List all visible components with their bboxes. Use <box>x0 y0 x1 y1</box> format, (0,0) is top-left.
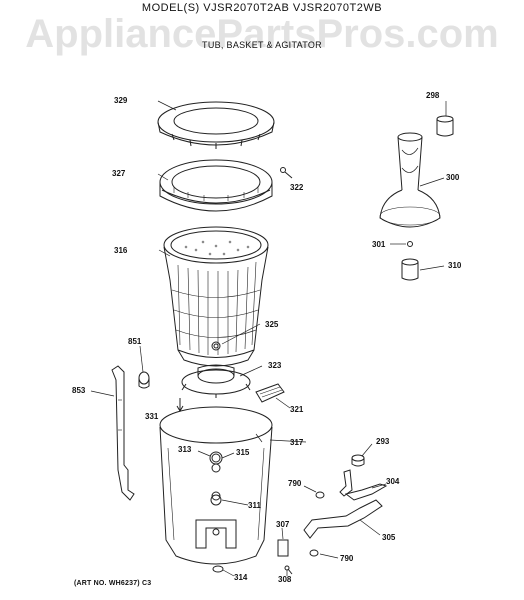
part-label: 307 <box>276 520 290 529</box>
part-label: 331 <box>145 412 159 421</box>
bearing-311 <box>210 494 222 506</box>
drain-hose-305 <box>303 499 383 539</box>
pump-hose-304 <box>339 469 388 501</box>
part-label: 853 <box>72 386 86 395</box>
clamp-293 <box>351 454 365 467</box>
part-labels: 329 327 322 316 325 851 853 323 331 321 … <box>72 91 462 584</box>
art-number: (ART NO. WH6237) C3 <box>74 580 152 587</box>
oring-314 <box>212 565 224 573</box>
outer-tub-317 <box>159 406 273 565</box>
part-label: 308 <box>278 575 292 584</box>
part-label: 316 <box>114 246 128 255</box>
agitator-cap-298 <box>436 115 454 137</box>
part-label: 317 <box>290 438 304 447</box>
part-label: 298 <box>426 91 440 100</box>
arrow-331 <box>176 398 184 412</box>
balance-ring-327 <box>159 159 273 212</box>
part-label: 851 <box>128 337 142 346</box>
filter-321 <box>255 383 285 403</box>
part-label: 323 <box>268 361 282 370</box>
part-label: 321 <box>290 405 304 414</box>
part-label: 310 <box>448 261 462 270</box>
part-label: 790 <box>288 479 302 488</box>
part-label: 322 <box>290 183 304 192</box>
hub-assembly-323 <box>181 364 251 398</box>
tub-cover-ring-329 <box>157 101 275 149</box>
seal-315 <box>211 463 221 473</box>
grommet-851 <box>138 371 150 389</box>
part-label: 314 <box>234 573 248 582</box>
screw-308 <box>284 565 293 575</box>
coupling-310 <box>401 258 419 281</box>
part-label: 327 <box>112 169 126 178</box>
part-label: 311 <box>248 501 261 510</box>
part-label: 325 <box>265 320 279 329</box>
part-label: 329 <box>114 96 128 105</box>
part-label: 304 <box>386 477 400 486</box>
hose-clamp-790a <box>315 491 325 499</box>
agitator-300 <box>379 132 441 228</box>
part-label: 293 <box>376 437 390 446</box>
wash-basket-316 <box>163 226 269 367</box>
part-label: 313 <box>178 445 192 454</box>
hose-clamp-790b <box>309 549 319 557</box>
screw-322 <box>280 167 293 179</box>
part-label: 790 <box>340 554 354 563</box>
hub-nut-325 <box>213 343 219 349</box>
model-header: MODEL(S) VJSR2070T2AB VJSR2070T2WB <box>141 2 383 14</box>
part-label: 301 <box>372 240 386 249</box>
section-title: TUB, BASKET & AGITATOR <box>202 40 322 50</box>
part-label: 315 <box>236 448 250 457</box>
bracket-307 <box>277 539 289 557</box>
overflow-hose-853 <box>111 365 135 501</box>
part-label: 305 <box>382 533 396 542</box>
part-label: 300 <box>446 173 460 182</box>
washer-301 <box>407 241 413 247</box>
leader-lines <box>90 100 447 577</box>
